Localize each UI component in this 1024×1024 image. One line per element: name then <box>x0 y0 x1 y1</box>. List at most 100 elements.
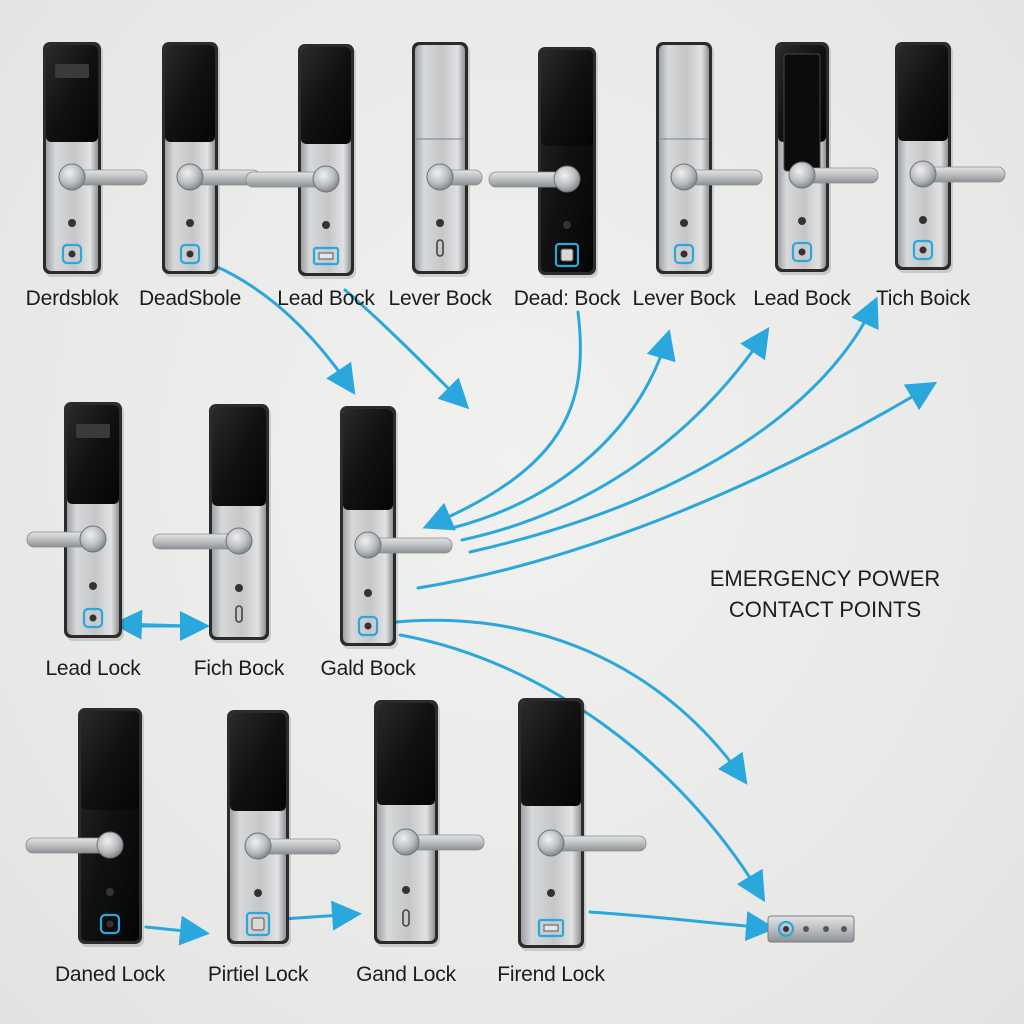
emergency-contact-icon <box>235 605 243 623</box>
card-reader-window <box>55 64 89 78</box>
lock-device <box>43 42 148 277</box>
lock-body <box>659 45 709 271</box>
handle-rose <box>96 831 124 859</box>
handle-rose <box>553 165 581 193</box>
emergency-contact-icon <box>82 607 104 629</box>
emergency-contact-icon <box>402 909 410 927</box>
keyhole <box>106 888 114 896</box>
lock-label: Lead Bock <box>753 287 851 310</box>
lock-label: Firend Lock <box>497 963 605 986</box>
keyhole <box>68 219 76 227</box>
connection-arrow <box>211 263 356 395</box>
heading-line-1: EMERGENCY POWER <box>709 566 941 591</box>
keyhole <box>436 219 444 227</box>
emergency-contact-icon <box>61 243 83 265</box>
handle-rose <box>176 163 204 191</box>
lock-label: DeadSbole <box>138 287 242 310</box>
keypad-panel <box>301 47 351 144</box>
handle-rose <box>909 160 937 188</box>
lock-label: Pirtiel Lock <box>207 963 309 986</box>
emergency-contact-icon <box>791 241 813 263</box>
lock-label: Tich Boick <box>875 287 971 310</box>
contact-point-icon <box>823 926 829 932</box>
emergency-power-heading: EMERGENCY POWER CONTACT POINTS <box>650 563 1000 625</box>
contact-point-icon <box>841 926 847 932</box>
connection-arrow <box>460 327 770 542</box>
keyhole <box>798 217 806 225</box>
handle-rose <box>426 163 454 191</box>
handle-rose <box>58 163 86 191</box>
connection-arrow <box>450 329 676 530</box>
handle-rose <box>312 165 340 193</box>
lock-label: Fich Bock <box>193 657 285 680</box>
keypad-panel <box>212 407 266 506</box>
keypad-panel <box>343 409 393 510</box>
card-reader-window <box>76 424 110 438</box>
keyhole <box>235 584 243 592</box>
lock-device <box>26 402 124 641</box>
lock-label: Derdsblok <box>25 287 119 310</box>
handle-rose <box>788 161 816 189</box>
lock-device <box>374 700 485 947</box>
keypad-panel <box>230 713 286 811</box>
keypad-panel <box>46 45 98 142</box>
handle-rose <box>244 832 272 860</box>
keyhole <box>89 582 97 590</box>
lock-device <box>25 708 144 947</box>
emergency-contact-icon <box>912 239 934 261</box>
emergency-contact-icon <box>245 911 271 937</box>
emergency-contact-icon <box>554 242 580 268</box>
connection-arrow <box>394 618 748 785</box>
lock-device <box>895 42 1006 273</box>
lock-device <box>488 47 598 278</box>
lock-label: Lever Bock <box>388 287 492 310</box>
lock-device <box>152 404 271 643</box>
connection-arrow <box>416 381 938 590</box>
connection-arrow <box>588 910 776 942</box>
keyhole <box>186 219 194 227</box>
lock-label: Daned Lock <box>54 963 166 986</box>
connection-arrow <box>144 915 210 946</box>
keyhole <box>322 221 330 229</box>
handle-rose <box>225 527 253 555</box>
keyhole <box>680 219 688 227</box>
lock-label: Gand Lock <box>356 963 456 986</box>
emergency-contact-icon <box>99 913 121 935</box>
keyhole <box>402 886 410 894</box>
lock-label: Dead: Bock <box>513 287 621 310</box>
heading-line-2: CONTACT POINTS <box>728 597 922 622</box>
emergency-contact-icon <box>179 243 201 265</box>
keyhole <box>254 889 262 897</box>
lock-device <box>340 406 453 649</box>
connection-arrow <box>398 633 766 903</box>
keyhole <box>364 589 372 597</box>
keypad-panel <box>67 405 119 504</box>
handle-rose <box>670 163 698 191</box>
lock-label: Lever Bock <box>632 287 736 310</box>
touch-screen <box>783 53 821 172</box>
keypad-panel <box>81 711 139 810</box>
emergency-contact-icon <box>357 615 379 637</box>
contact-point-icon <box>777 920 795 938</box>
keyhole <box>919 216 927 224</box>
lock-body <box>415 45 465 271</box>
keypad-panel <box>165 45 215 142</box>
connection-arrow <box>468 296 879 554</box>
keypad-panel <box>541 50 593 146</box>
handle-rose <box>392 828 420 856</box>
handle-rose <box>354 531 382 559</box>
lock-label: Lead Bock <box>277 287 375 310</box>
emergency-power-module <box>767 915 855 943</box>
lock-device <box>162 42 261 277</box>
handle-rose <box>537 829 565 857</box>
lock-device <box>775 42 879 275</box>
keyhole <box>547 889 555 897</box>
contact-point-icon <box>803 926 809 932</box>
emergency-contact-icon <box>436 239 444 257</box>
keyhole <box>563 221 571 229</box>
lock-device <box>412 42 483 277</box>
connection-arrow <box>422 310 582 531</box>
lock-label: Lead Lock <box>45 657 141 680</box>
